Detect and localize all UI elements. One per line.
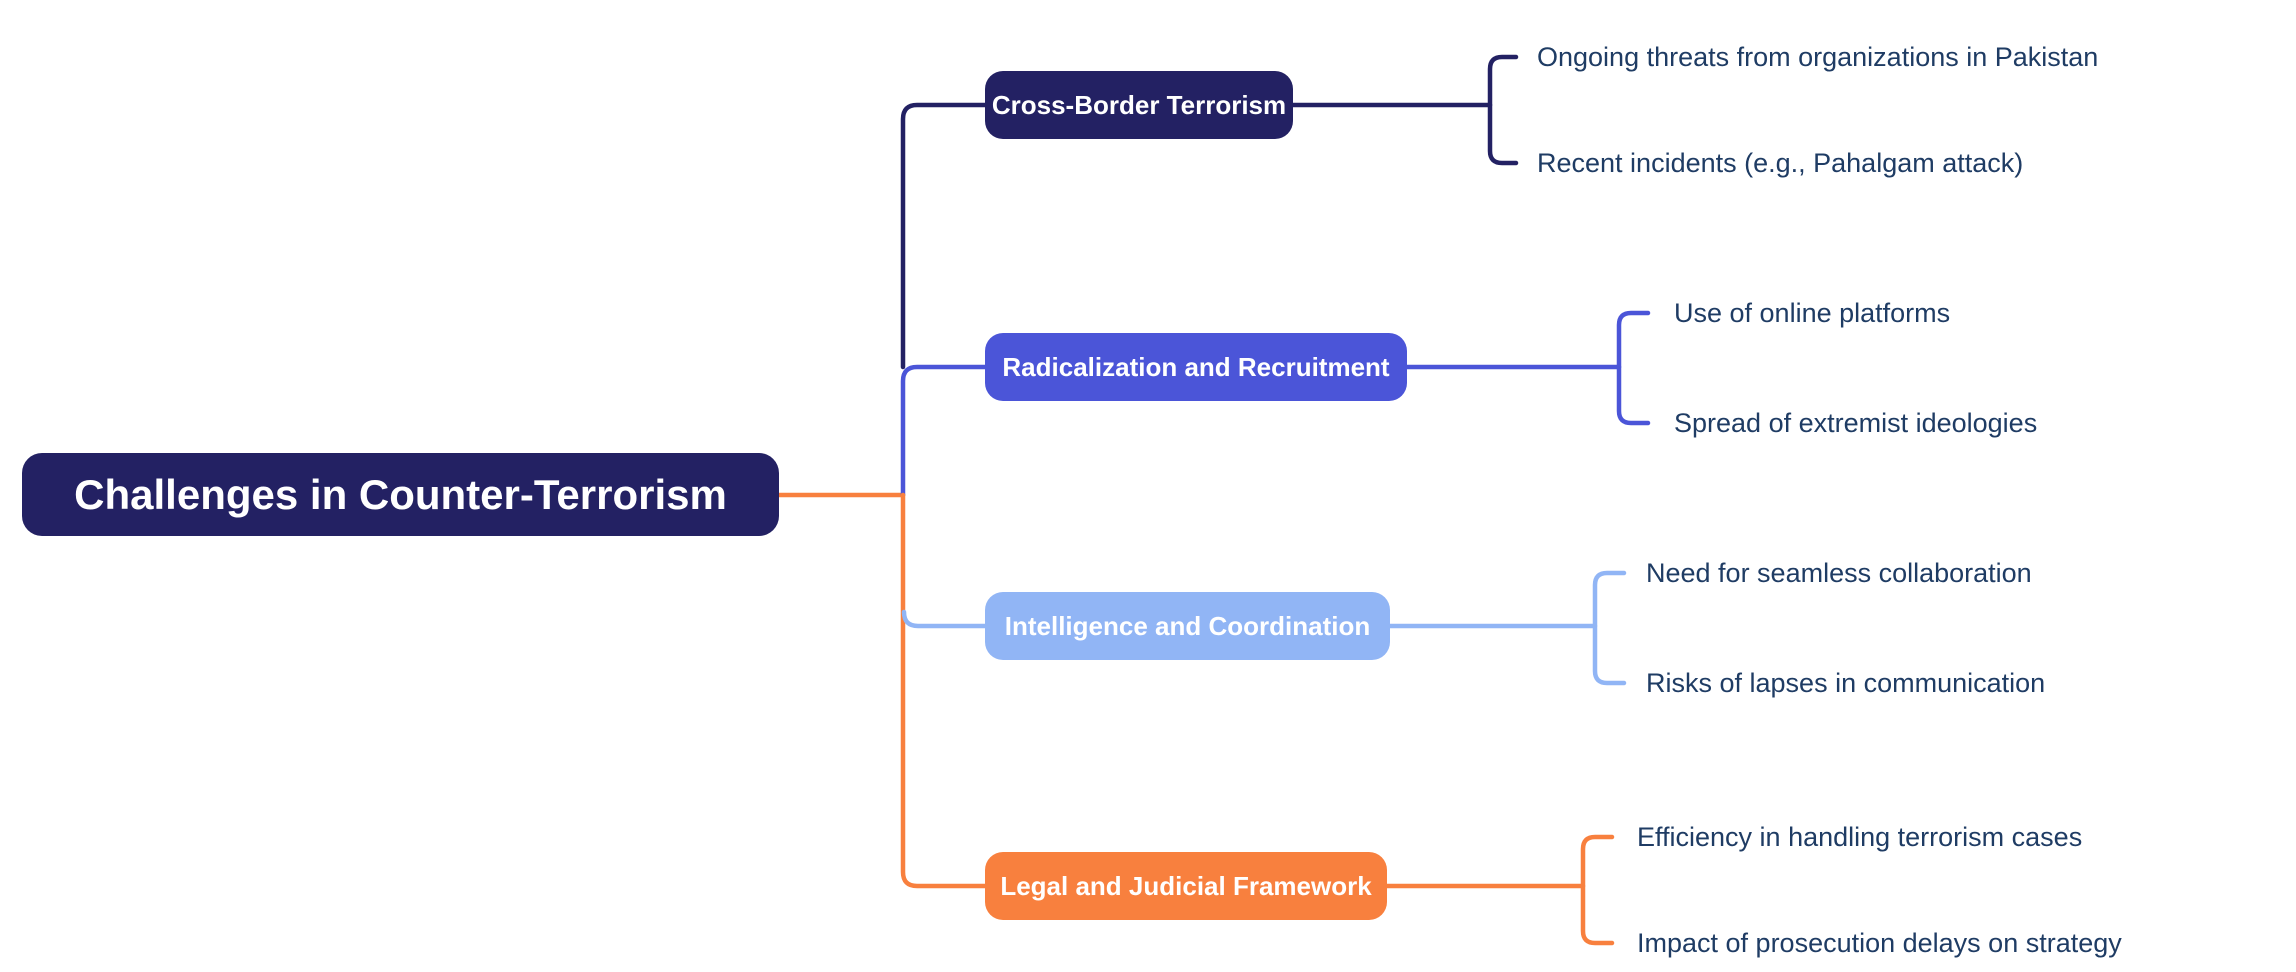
branch-node-intelligence-and-coordination[interactable]: Intelligence and Coordination	[985, 592, 1390, 660]
connector-trunk-branch2	[900, 364, 1053, 498]
bracket-branch4	[1580, 834, 1615, 946]
connector-trunk-branch1	[900, 102, 1053, 370]
connector-trunk-branch4	[900, 492, 1053, 889]
branch-node-legal-and-judicial-framework[interactable]: Legal and Judicial Framework	[985, 852, 1387, 920]
leaf-ongoing-threats[interactable]: Ongoing threats from organizations in Pa…	[1537, 42, 2099, 72]
leaf-handling-terrorism-cases[interactable]: Efficiency in handling terrorism cases	[1637, 822, 2083, 852]
bracket-branch3	[1592, 570, 1627, 686]
root-node[interactable]: Challenges in Counter-Terrorism	[22, 453, 779, 536]
leaf-seamless-collaboration[interactable]: Need for seamless collaboration	[1646, 558, 2032, 588]
bracket-branch2	[1616, 310, 1651, 426]
leaf-extremist-ideologies[interactable]: Spread of extremist ideologies	[1674, 408, 2038, 438]
branch-node-radicalization-and-recruitment[interactable]: Radicalization and Recruitment	[985, 333, 1407, 401]
bracket-branch1	[1487, 54, 1519, 166]
branch-node-cross-border-terrorism[interactable]: Cross-Border Terrorism	[985, 71, 1293, 139]
leaf-online-platforms[interactable]: Use of online platforms	[1674, 298, 1951, 328]
leaf-prosecution-delays[interactable]: Impact of prosecution delays on strategy	[1637, 928, 2122, 958]
leaf-communication-lapses[interactable]: Risks of lapses in communication	[1646, 668, 2046, 698]
connector-trunk-branch3	[901, 609, 1053, 629]
leaf-recent-incidents[interactable]: Recent incidents (e.g., Pahalgam attack)	[1537, 148, 2024, 178]
